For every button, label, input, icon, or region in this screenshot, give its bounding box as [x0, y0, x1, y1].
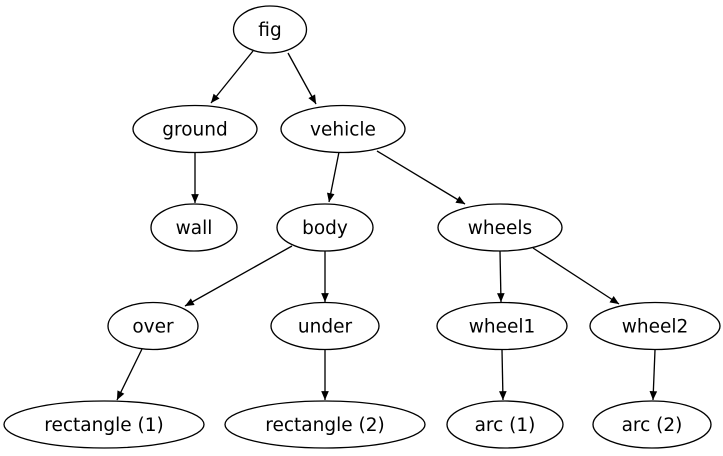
node-fig-label: fig	[258, 20, 281, 41]
node-vehicle: vehicle	[280, 104, 406, 154]
node-ground-shape	[132, 104, 258, 154]
node-rectangle1-shape	[3, 400, 205, 449]
edge-over-rectangle1	[116, 348, 143, 401]
node-wheel2: wheel2	[589, 301, 721, 351]
node-arc1: arc (1)	[446, 400, 564, 449]
edge-wheel2-arc2	[649, 349, 658, 401]
node-body: body	[276, 203, 374, 252]
node-arc2-shape	[592, 400, 712, 449]
node-over-label: over	[132, 317, 174, 338]
node-wheel1-shape	[436, 301, 568, 351]
node-over-shape	[107, 301, 199, 351]
node-fig-shape	[232, 5, 308, 54]
edge-wheels-wheel2	[532, 247, 620, 305]
node-wall: wall	[150, 203, 238, 252]
node-arc1-shape	[446, 400, 564, 449]
edge-fig-vehicle	[287, 52, 317, 105]
node-layer: fig ground vehicle wall body wheels	[3, 5, 721, 449]
node-rectangle2-label: rectangle (2)	[265, 415, 384, 436]
node-wheel2-shape	[589, 301, 721, 351]
node-wheels-label: wheels	[468, 218, 532, 239]
node-wheel1: wheel1	[436, 301, 568, 351]
node-rectangle2: rectangle (2)	[224, 400, 426, 449]
node-wheel2-label: wheel2	[622, 317, 689, 338]
node-wheels-shape	[437, 203, 563, 252]
edge-wheel1-arc1	[499, 349, 507, 401]
node-fig: fig	[232, 5, 308, 54]
node-rectangle1-label: rectangle (1)	[44, 415, 163, 436]
node-wheels: wheels	[437, 203, 563, 252]
node-body-shape	[276, 203, 374, 252]
node-vehicle-label: vehicle	[310, 120, 376, 141]
node-ground: ground	[132, 104, 258, 154]
node-rectangle2-shape	[224, 400, 426, 449]
edge-wheels-wheel1	[497, 250, 505, 303]
node-arc1-label: arc (1)	[475, 415, 536, 436]
edge-vehicle-body	[326, 151, 340, 203]
node-wall-shape	[150, 203, 238, 252]
node-ground-label: ground	[162, 120, 227, 141]
node-wheel1-label: wheel1	[469, 317, 536, 338]
node-arc2-label: arc (2)	[622, 415, 683, 436]
node-wall-label: wall	[176, 218, 213, 239]
node-over: over	[107, 301, 199, 351]
edge-layer	[116, 50, 658, 401]
node-rectangle1: rectangle (1)	[3, 400, 205, 449]
node-vehicle-shape	[280, 104, 406, 154]
edge-vehicle-wheels	[376, 150, 466, 205]
node-under: under	[270, 301, 380, 351]
node-under-label: under	[298, 317, 353, 338]
edge-fig-ground	[210, 50, 254, 104]
node-under-shape	[270, 301, 380, 351]
node-body-label: body	[302, 218, 348, 239]
node-arc2: arc (2)	[592, 400, 712, 449]
edge-body-over	[184, 245, 293, 307]
